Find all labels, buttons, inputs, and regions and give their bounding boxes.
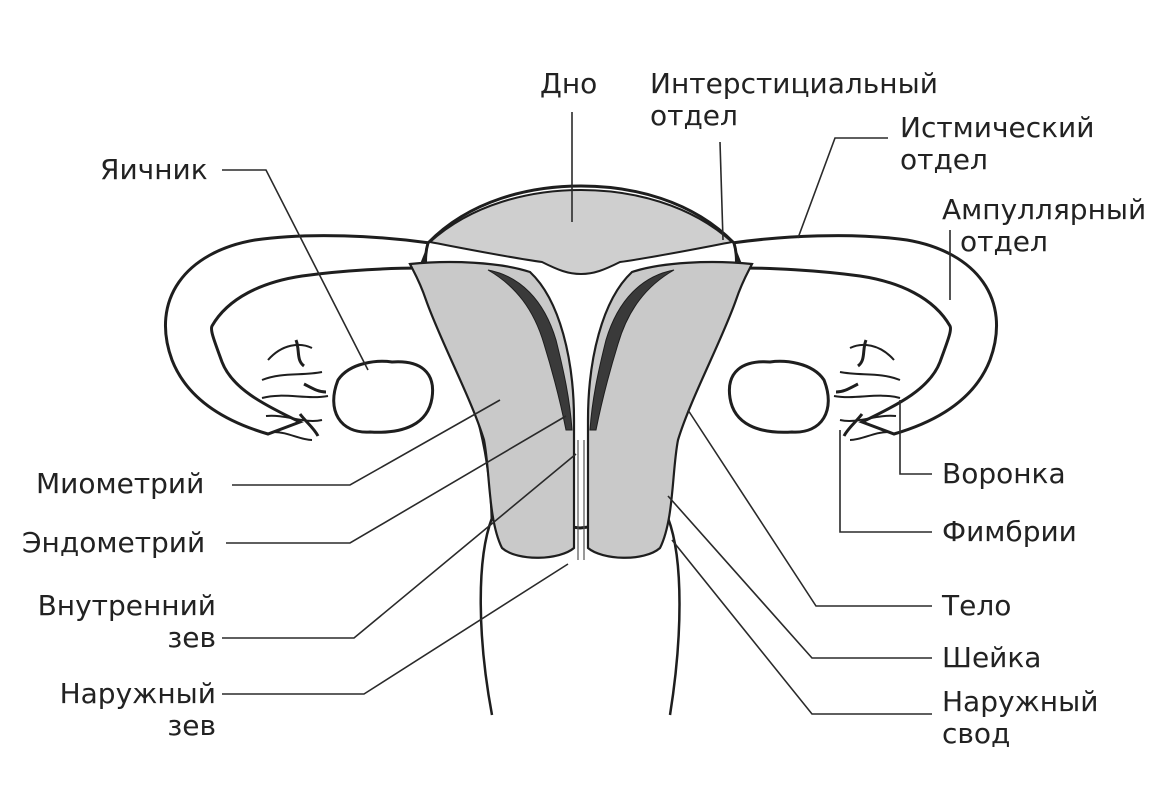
label-ampullary-line2: отдел xyxy=(960,225,1048,258)
label-external-os-line2: зев xyxy=(167,709,216,742)
leader-lines xyxy=(222,112,951,715)
right-endometrium xyxy=(589,269,675,431)
leader-external-fornix xyxy=(671,539,932,715)
leader-internal-os xyxy=(222,453,577,639)
vagina-right-wall xyxy=(666,517,681,716)
leader-myometrium xyxy=(232,399,501,486)
label-external-fornix-line2: свод xyxy=(942,717,1011,750)
label-endometrium: Эндометрий xyxy=(22,526,206,559)
label-interstitial-line2: отдел xyxy=(650,99,738,132)
leader-body xyxy=(687,409,932,607)
fundus-region xyxy=(427,188,735,276)
label-cervix: Шейка xyxy=(942,641,1042,674)
label-external-os-line1: Наружный xyxy=(59,677,216,710)
label-myometrium: Миометрий xyxy=(36,467,205,500)
label-fundus: Дно xyxy=(540,67,598,100)
label-fimbriae: Фимбрии xyxy=(942,515,1077,548)
leader-fimbriae xyxy=(839,430,932,533)
label-isthmic-line2: отдел xyxy=(900,143,988,176)
leader-external-os xyxy=(222,563,569,695)
label-internal-os-line1: Внутренний xyxy=(37,589,216,622)
leader-isthmic xyxy=(797,137,888,239)
left-fimbriae xyxy=(261,339,329,441)
label-interstitial-line1: Интерстициальный xyxy=(650,67,938,100)
cervical-canal xyxy=(577,440,585,560)
leader-interstitial xyxy=(719,141,724,241)
left-endometrium xyxy=(487,269,573,431)
left-ovary xyxy=(332,359,435,434)
label-isthmic-line1: Истмический xyxy=(900,111,1095,144)
label-external-fornix-line1: Наружный xyxy=(942,685,1099,718)
label-body: Тело xyxy=(942,589,1012,622)
leader-infundibulum xyxy=(899,400,932,475)
leader-cervix xyxy=(667,495,932,659)
vagina-left-wall xyxy=(479,517,494,716)
right-myometrium xyxy=(586,260,754,559)
right-ovary xyxy=(727,359,830,434)
label-ampullary-line1: Ампуллярный xyxy=(942,193,1147,226)
label-infundibulum: Воронка xyxy=(942,457,1066,490)
leader-endometrium xyxy=(226,415,567,544)
label-internal-os-line2: зев xyxy=(167,621,216,654)
left-myometrium xyxy=(408,260,576,559)
leader-ovary xyxy=(222,169,369,371)
right-fimbriae xyxy=(833,339,901,441)
label-ovary: Яичник xyxy=(100,153,208,186)
